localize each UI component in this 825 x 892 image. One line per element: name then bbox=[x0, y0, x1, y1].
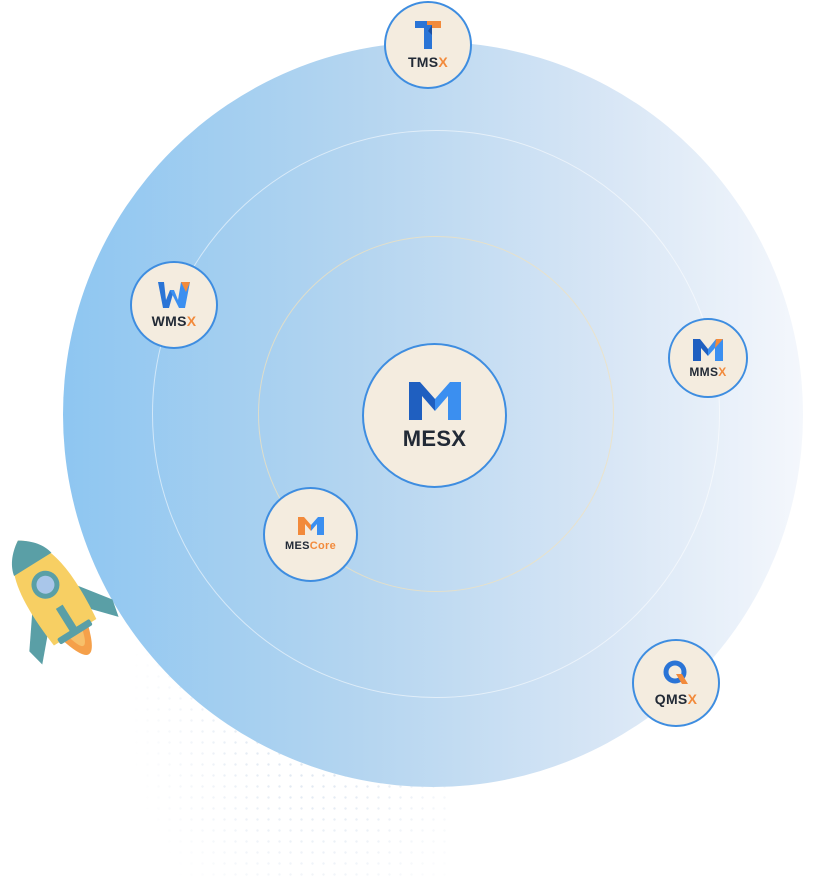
tmsx-node[interactable]: TMSX bbox=[384, 1, 472, 89]
mescore-label: MESCore bbox=[284, 540, 336, 552]
qmsx-label: QMSX bbox=[654, 691, 698, 707]
mmsx-label: MMSX bbox=[689, 364, 727, 379]
qmsx-q-logo-icon bbox=[663, 660, 688, 684]
wmsx-node[interactable]: WMSX bbox=[130, 261, 218, 349]
mmsx-node[interactable]: MMSX bbox=[668, 318, 748, 398]
inner-orbit-ring bbox=[258, 236, 614, 592]
wmsx-label: WMSX bbox=[151, 313, 197, 329]
rocket-illustration bbox=[11, 540, 119, 665]
mesx-center-node[interactable]: MESX bbox=[362, 343, 507, 488]
mesx-m-logo-icon bbox=[408, 381, 461, 420]
wmsx-w-logo-icon bbox=[158, 282, 190, 308]
mescore-m-logo-icon bbox=[297, 517, 324, 535]
outer-orbit-ring bbox=[152, 130, 720, 698]
tmsx-label: TMSX bbox=[407, 54, 449, 70]
mescore-node[interactable]: MESCore bbox=[263, 487, 358, 582]
mmsx-m-logo-icon bbox=[693, 338, 723, 361]
mesx-label: MESX bbox=[402, 425, 467, 451]
qmsx-node[interactable]: QMSX bbox=[632, 639, 720, 727]
tmsx-t-logo-icon bbox=[415, 21, 441, 49]
